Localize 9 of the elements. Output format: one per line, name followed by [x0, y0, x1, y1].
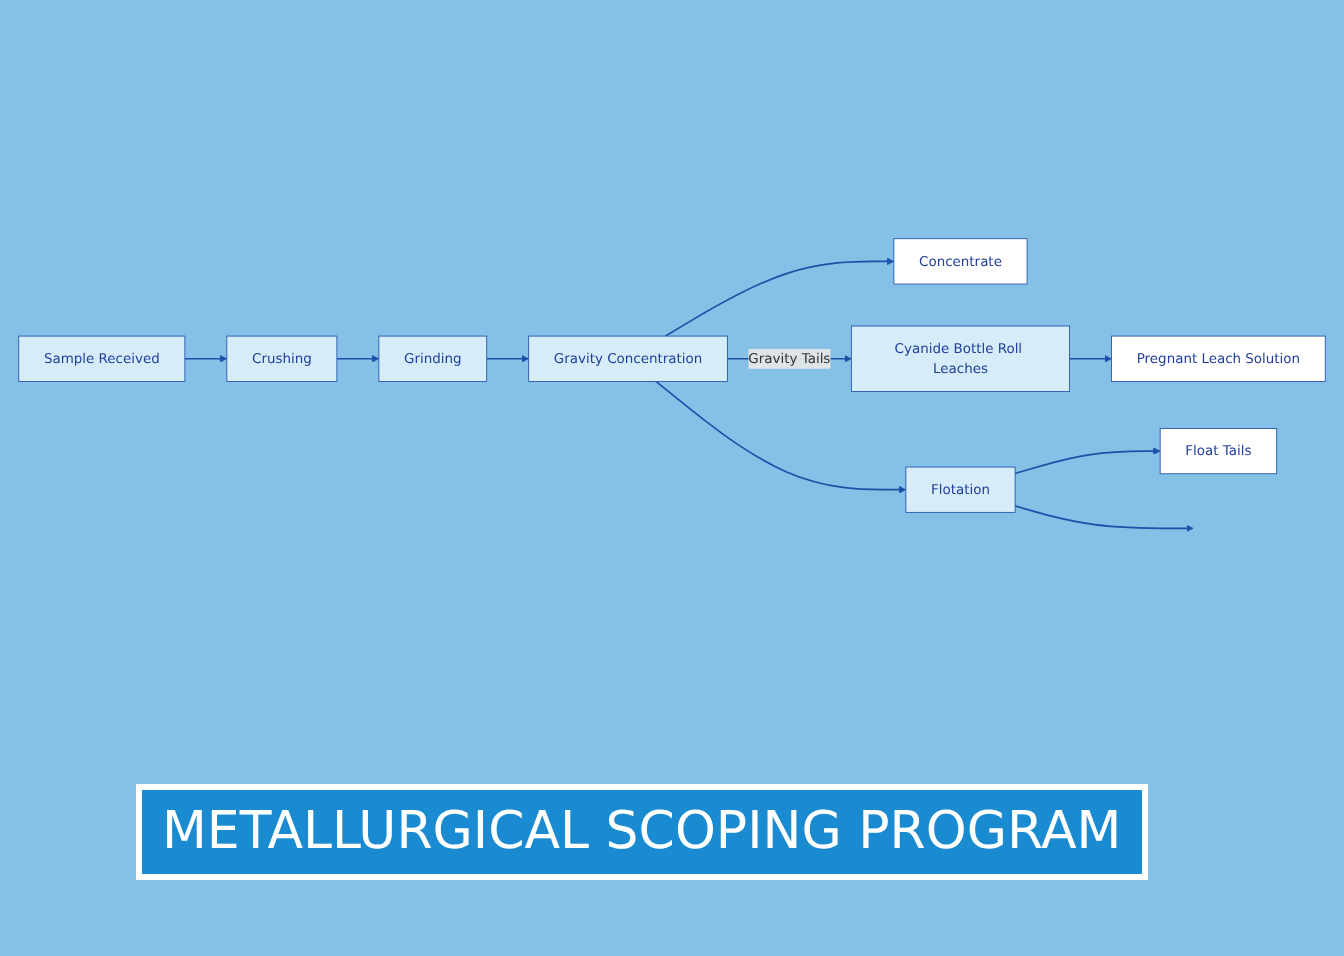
arrow [1068, 355, 1112, 363]
arrow [1014, 505, 1194, 533]
arrow [664, 257, 895, 338]
arrow [1014, 447, 1161, 475]
arrow [184, 355, 228, 363]
arrow [336, 355, 380, 363]
title-banner: METALLURGICAL SCOPING PROGRAM [136, 784, 1148, 880]
arrow [655, 380, 907, 494]
arrow [485, 355, 529, 363]
